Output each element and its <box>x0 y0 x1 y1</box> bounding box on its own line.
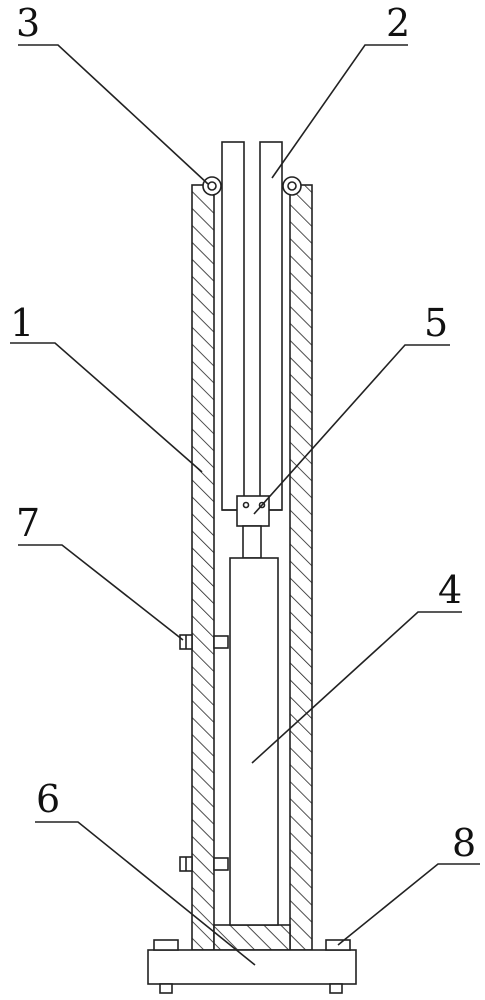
connector-part-5 <box>236 495 270 559</box>
leader-8 <box>337 863 480 946</box>
label-1: 1 <box>10 301 34 345</box>
part-labels: 3 2 1 5 7 4 6 8 <box>10 1 476 865</box>
left-roller-axle <box>207 181 217 191</box>
label-4: 4 <box>438 568 462 612</box>
leader-5 <box>253 344 450 515</box>
pad-left <box>153 939 179 951</box>
leader-7 <box>18 544 184 641</box>
base-part-6 <box>147 949 357 994</box>
piston-rod <box>242 525 262 559</box>
left-wall <box>191 184 215 951</box>
leader-2 <box>271 44 408 179</box>
label-5: 5 <box>424 301 448 345</box>
label-6: 6 <box>36 777 60 821</box>
label-7: 7 <box>16 501 40 545</box>
connector-block <box>236 495 270 527</box>
label-3: 3 <box>16 1 40 45</box>
leader-6 <box>35 821 256 966</box>
bolt-upper-inner <box>213 635 229 649</box>
label-2: 2 <box>386 1 410 45</box>
cylinder-part-4 <box>229 557 279 926</box>
bolt-lower-inner <box>213 857 229 871</box>
inner-frame-part-2 <box>221 141 283 511</box>
leader-3 <box>18 44 209 185</box>
bolts-part-7 <box>179 634 229 872</box>
label-8: 8 <box>452 821 476 865</box>
bottom-wall <box>213 924 291 951</box>
foot-right <box>329 983 343 994</box>
right-roller-axle <box>287 181 297 191</box>
right-wall <box>289 184 313 951</box>
foot-left <box>159 983 173 994</box>
leader-lines <box>10 44 480 966</box>
leader-4 <box>251 611 462 764</box>
inner-left-rail <box>221 141 245 511</box>
base-plate <box>147 949 357 985</box>
inner-right-rail <box>259 141 283 511</box>
housing-part-1 <box>191 184 313 951</box>
leader-1 <box>10 342 203 473</box>
rollers-part-3 <box>202 176 302 196</box>
connector-hole-left <box>242 501 250 509</box>
